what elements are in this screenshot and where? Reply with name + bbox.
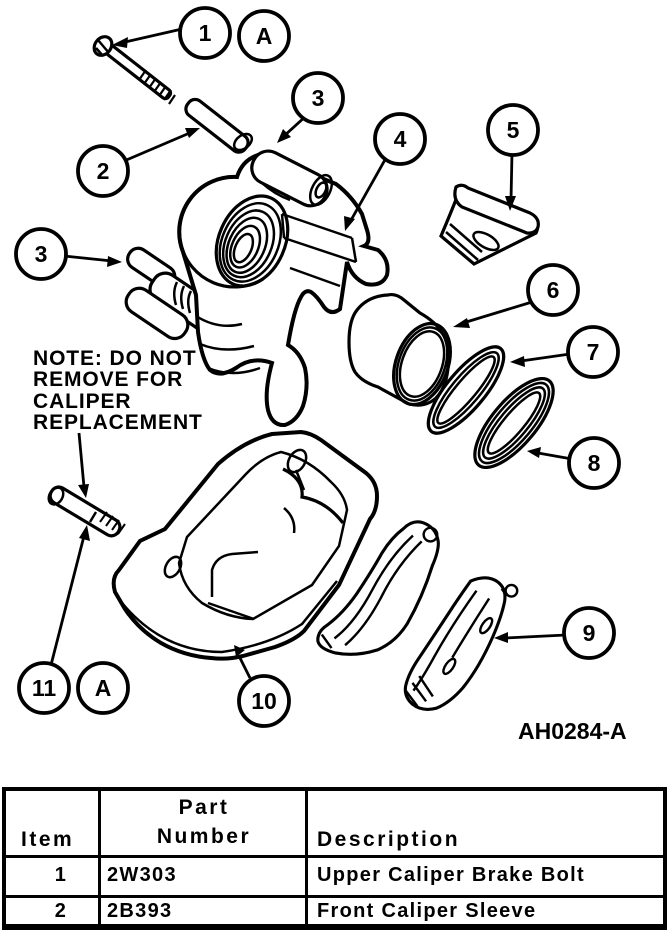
svg-text:6: 6 — [547, 277, 560, 303]
svg-text:10: 10 — [251, 688, 277, 714]
svg-text:1: 1 — [199, 20, 212, 46]
svg-text:3: 3 — [35, 241, 48, 267]
svg-text:11: 11 — [32, 675, 57, 701]
svg-text:7: 7 — [587, 339, 600, 365]
svg-text:3: 3 — [312, 85, 325, 111]
svg-text:4: 4 — [394, 126, 407, 152]
svg-text:5: 5 — [507, 117, 520, 143]
svg-text:A: A — [95, 675, 112, 701]
svg-text:9: 9 — [583, 620, 596, 646]
svg-text:2: 2 — [97, 158, 110, 184]
svg-text:8: 8 — [588, 450, 601, 476]
svg-text:A: A — [256, 23, 273, 49]
